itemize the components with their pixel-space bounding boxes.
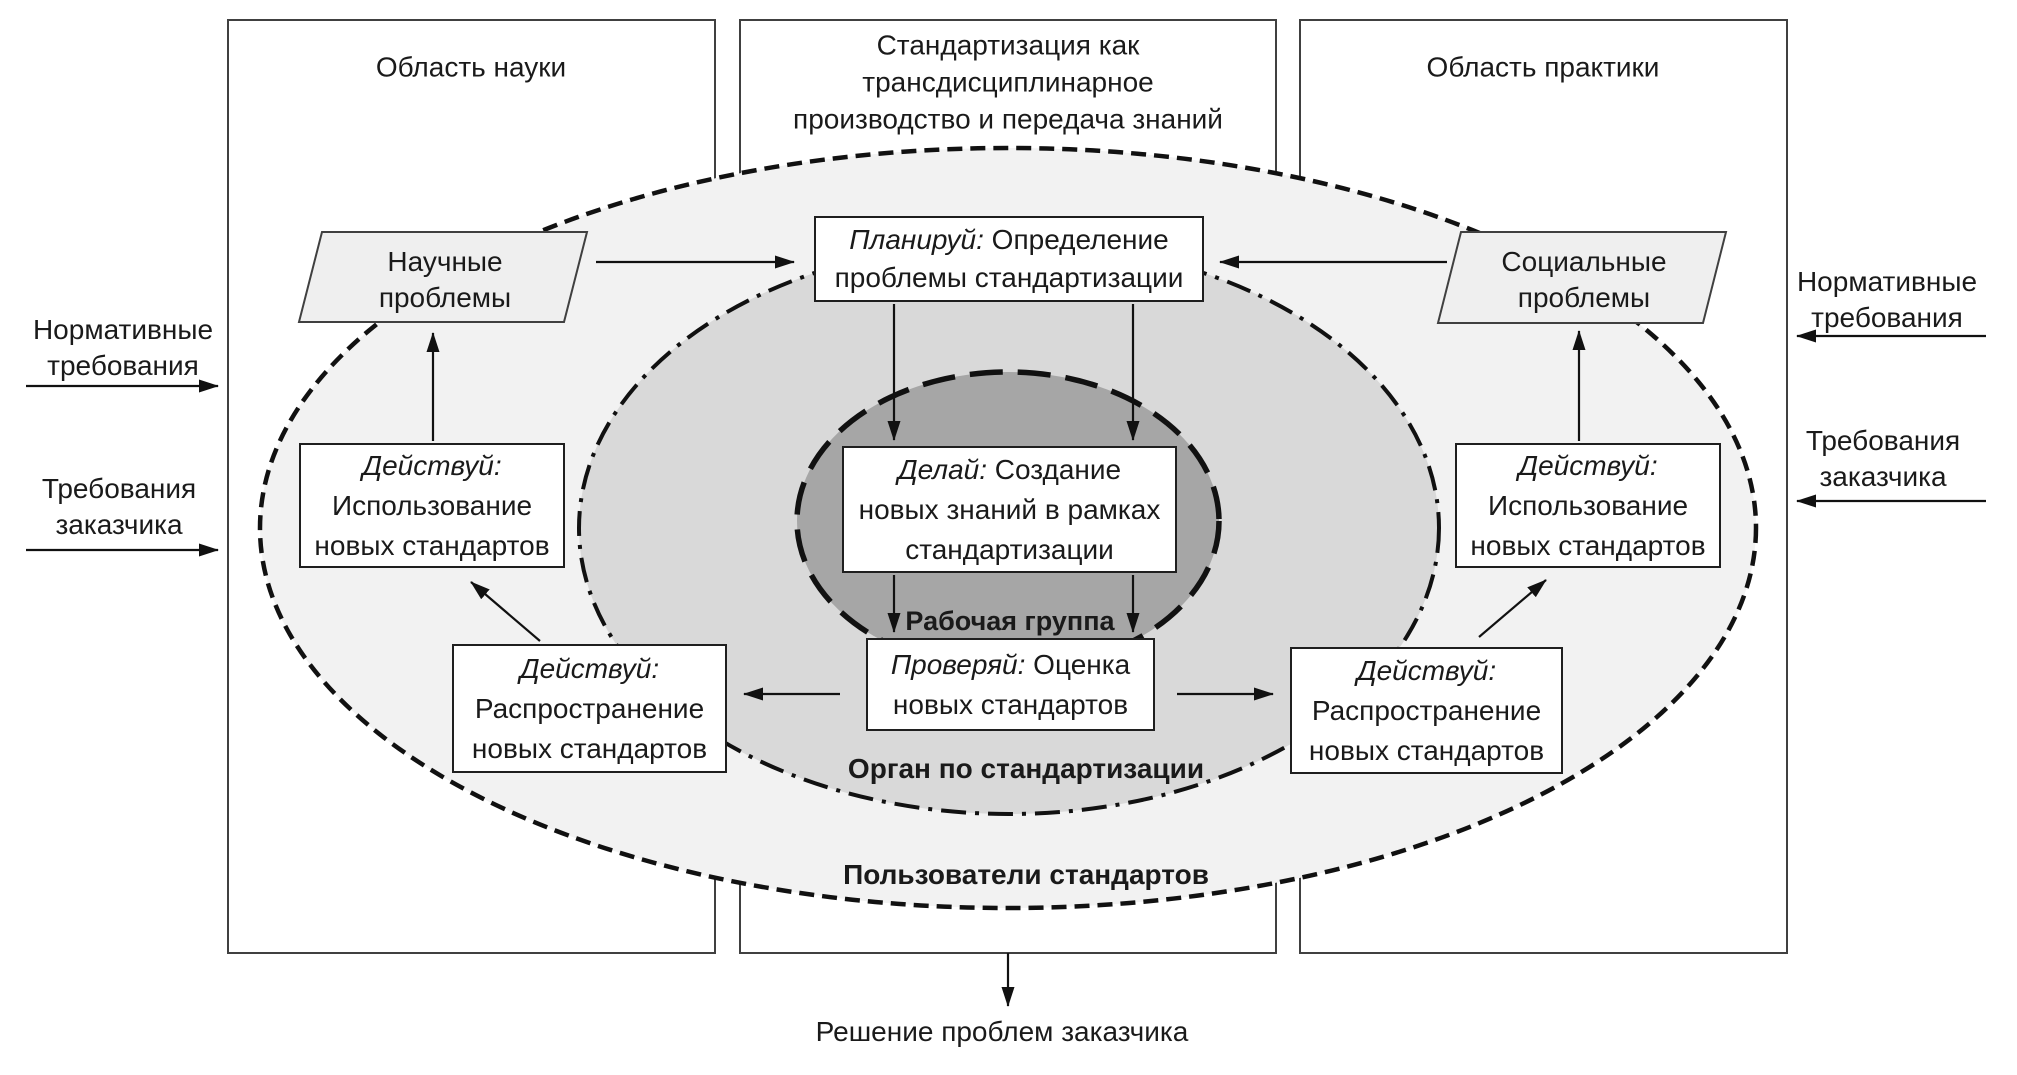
left-customer-requirements-label: Требования заказчика xyxy=(41,473,197,540)
left-normative-requirements-label: Нормативные требования xyxy=(32,314,214,381)
act-use-left-box: Действуй: Использование новых стандартов xyxy=(299,443,565,568)
science-problems-label: Научные проблемы xyxy=(378,246,512,313)
working-group-label: Рабочая группа xyxy=(905,606,1115,636)
act-distribute-left-box: Действуй: Распространение новых стандарт… xyxy=(452,644,727,773)
standardization-domain-title: Стандартизация как трансдисциплинарное п… xyxy=(793,29,1223,135)
right-customer-requirements-label: Требования заказчика xyxy=(1805,425,1961,492)
arrow-distribute-to-use-right xyxy=(1478,579,1547,638)
science-domain-title: Область науки xyxy=(375,51,567,83)
users-of-standards-label: Пользователи стандартов xyxy=(843,859,1209,890)
check-box: Проверяй: Оценка новых стандартов xyxy=(866,638,1155,731)
act-use-right-box: Действуй: Использование новых стандартов xyxy=(1455,443,1721,568)
standardization-body-label: Орган по стандартизации xyxy=(847,753,1205,784)
arrow-distribute-to-use-left xyxy=(470,581,541,642)
social-problems-parallelogram xyxy=(1436,231,1728,324)
social-problems-label: Социальные проблемы xyxy=(1501,246,1667,313)
act-distribute-right-box: Действуй: Распространение новых стандарт… xyxy=(1290,647,1563,774)
do-box: Делай: Создание новых знаний в рамках ст… xyxy=(842,446,1177,573)
science-problems-parallelogram xyxy=(297,231,589,323)
right-normative-requirements-label: Нормативные требования xyxy=(1796,266,1978,333)
practice-domain-title: Область практики xyxy=(1426,51,1660,83)
plan-box: Планируй: Определение проблемы стандарти… xyxy=(814,216,1204,302)
solution-label: Решение проблем заказчика xyxy=(815,1016,1189,1047)
